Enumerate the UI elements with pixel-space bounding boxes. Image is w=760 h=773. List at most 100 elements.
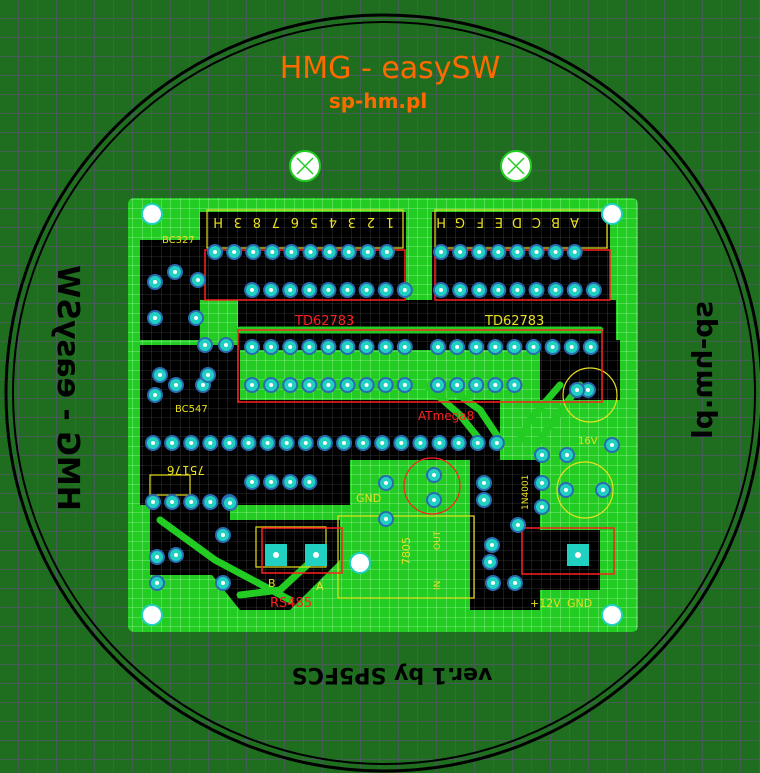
pad-drill xyxy=(250,345,254,349)
pad-drill xyxy=(208,500,213,504)
pad-drill xyxy=(591,288,596,292)
pad-drill xyxy=(224,343,228,347)
svg-text:F: F xyxy=(477,214,484,229)
pad-drill xyxy=(345,345,350,349)
pad-drill xyxy=(270,250,275,254)
pad-drill xyxy=(208,441,213,445)
svg-text:5: 5 xyxy=(310,214,318,229)
pad-drill xyxy=(399,441,404,445)
pad-drill xyxy=(474,383,479,387)
svg-text:D: D xyxy=(512,214,522,229)
svg-text:7: 7 xyxy=(272,214,280,229)
pad-drill xyxy=(455,383,460,387)
pad-drill xyxy=(155,581,159,585)
pad-drill xyxy=(488,560,492,564)
pad-drill xyxy=(540,505,544,509)
pad-drill xyxy=(436,345,440,349)
pad-drill xyxy=(494,441,499,445)
pad-drill xyxy=(601,488,605,492)
svg-text:H: H xyxy=(213,214,223,229)
svg-text:H: H xyxy=(436,214,446,229)
regulator-out-label: OUT xyxy=(433,530,443,550)
pad-drill xyxy=(588,345,593,349)
pad-drill xyxy=(170,441,175,445)
pad-drill xyxy=(153,280,157,284)
pad-drill xyxy=(432,498,436,502)
pad-drill xyxy=(364,288,369,292)
pad-drill xyxy=(194,316,198,320)
pad-drill xyxy=(458,250,463,254)
pad-drill xyxy=(586,388,590,392)
pad-drill xyxy=(250,288,254,292)
svg-text:C: C xyxy=(532,214,541,229)
pad-drill xyxy=(206,373,210,377)
board-title: HMG - easySW xyxy=(280,51,501,86)
pad-drill xyxy=(327,250,332,254)
pad-drill xyxy=(491,581,495,585)
mirrored-url: sp-hm.pl xyxy=(686,301,719,439)
pad-drill xyxy=(477,288,482,292)
pad-drill xyxy=(564,488,568,492)
pad-drill xyxy=(189,500,194,504)
pad-drill xyxy=(540,453,544,457)
pad-drill xyxy=(383,288,388,292)
pad-drill xyxy=(153,316,157,320)
pad-drill xyxy=(572,288,577,292)
pad-drill xyxy=(221,581,225,585)
pad-drill xyxy=(364,383,369,387)
pad-drill xyxy=(307,480,312,484)
board-url: sp-hm.pl xyxy=(329,89,427,113)
svg-text:3: 3 xyxy=(234,214,242,229)
pad-drill xyxy=(402,345,407,349)
pad-drill xyxy=(513,581,517,585)
pad-drill xyxy=(151,500,155,504)
pad-drill xyxy=(269,383,274,387)
pad-drill xyxy=(288,383,293,387)
pad-drill xyxy=(273,552,279,558)
pad-drill xyxy=(288,345,293,349)
pad-drill xyxy=(196,278,200,282)
pad-drill xyxy=(265,441,270,445)
pad-drill xyxy=(402,383,407,387)
pad-drill xyxy=(439,288,443,292)
pad-drill xyxy=(269,480,274,484)
pad-drill xyxy=(383,345,388,349)
pad-drill xyxy=(227,441,232,445)
svg-text:6: 6 xyxy=(291,214,299,229)
cap-voltage-label: 16V xyxy=(578,436,598,447)
pad-drill xyxy=(515,288,520,292)
pad-drill xyxy=(384,481,388,485)
regulator-label: 7805 xyxy=(400,537,413,565)
pad-drill xyxy=(308,250,313,254)
pad-drill xyxy=(477,250,482,254)
pad-drill xyxy=(203,343,207,347)
svg-text:3: 3 xyxy=(348,214,356,229)
pad-drill xyxy=(455,345,460,349)
pad-drill xyxy=(289,250,294,254)
pad-drill xyxy=(553,288,558,292)
pad-drill xyxy=(322,441,327,445)
pad-drill xyxy=(151,441,155,445)
pad-drill xyxy=(490,543,494,547)
pad-drill xyxy=(345,288,350,292)
pad-drill xyxy=(232,250,237,254)
enclosure-outline xyxy=(4,13,760,773)
pad-drill xyxy=(326,383,331,387)
svg-text:2: 2 xyxy=(367,214,375,229)
pad-drill xyxy=(221,533,225,537)
svg-text:A: A xyxy=(570,214,579,229)
pad-drill xyxy=(158,373,162,377)
pad-drill xyxy=(384,517,388,521)
pad-drill xyxy=(174,553,178,557)
pad-drill xyxy=(250,480,254,484)
pad-drill xyxy=(437,441,442,445)
pad-drill xyxy=(496,288,501,292)
pad-drill xyxy=(155,555,159,559)
pad-drill xyxy=(288,480,293,484)
pad-drill xyxy=(326,288,331,292)
rs485-b-label: B xyxy=(268,577,276,590)
pad-drill xyxy=(402,288,407,292)
connector-labels: H 3 8 7 6 5 4 3 2 1 H G F E D C B A xyxy=(213,214,579,229)
pad-drill xyxy=(342,441,346,445)
